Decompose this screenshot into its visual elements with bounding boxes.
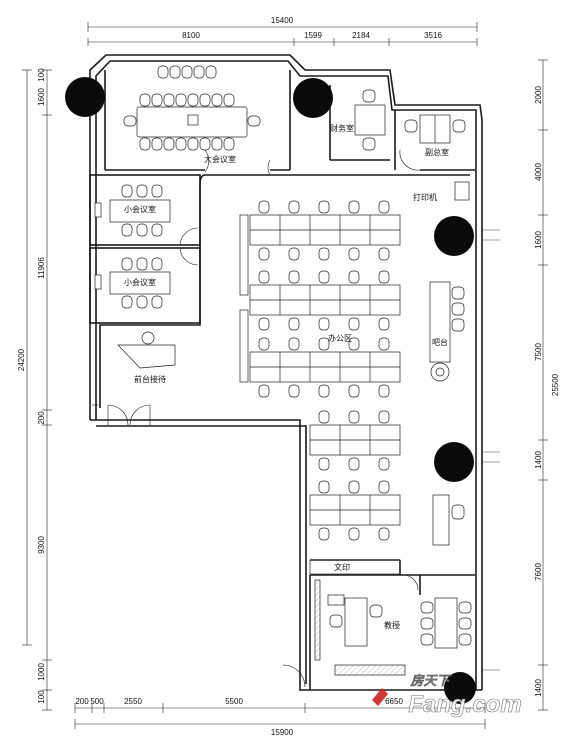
storage-hatched (334, 664, 406, 676)
dim-top-seg-2: 1599 (304, 31, 322, 40)
finance-desk (354, 104, 386, 136)
dim-left-mid: 11906 (37, 257, 46, 279)
big-meeting-chairs (123, 65, 261, 151)
big-meeting-table (136, 106, 248, 138)
dim-bottom-seg-1: 200 (75, 697, 89, 706)
dim-left-d: 1000 (37, 663, 46, 681)
structural-columns (65, 77, 476, 704)
small-meeting-table-2 (109, 271, 171, 295)
furniture (94, 65, 472, 676)
dim-right-b: 4000 (534, 163, 543, 181)
room-label-bar: 吧台 (432, 337, 448, 347)
classroom-table (434, 597, 458, 649)
reception-desk (117, 344, 176, 369)
dim-bottom-seg-5: 6650 (385, 697, 403, 706)
copy-counter (309, 559, 401, 575)
side-desk (432, 494, 450, 546)
doors (92, 149, 421, 688)
dim-left-low: 9300 (37, 536, 46, 554)
small-meeting-table-1 (109, 199, 171, 223)
dim-bottom-total: 15900 (271, 728, 294, 737)
dim-right-a: 2000 (534, 86, 543, 104)
cabinet-2 (239, 309, 249, 383)
classroom-desk (344, 597, 368, 647)
column-2 (293, 78, 333, 118)
window-marks (482, 229, 500, 671)
dim-right-f: 7600 (534, 563, 543, 581)
plant (430, 362, 450, 382)
room-label-reception: 前台接待 (134, 374, 166, 384)
dim-bottom-seg-2: 500 (90, 697, 104, 706)
dim-right-e: 1400 (534, 451, 543, 469)
room-label-office: 办公区 (328, 333, 352, 343)
column-4 (434, 442, 474, 482)
printer (454, 181, 470, 201)
dim-bottom-seg-3: 2550 (124, 697, 142, 706)
dim-right-g: 1400 (534, 679, 543, 697)
dim-top-seg-3: 2184 (352, 31, 370, 40)
dim-left-b: 1600 (37, 88, 46, 106)
room-label-print-copy: 文印 (334, 562, 350, 572)
dim-left-c: 200 (37, 411, 46, 425)
room-label-print: 打印机 (413, 192, 437, 202)
room-label-small-meeting-1: 小会议室 (124, 204, 156, 214)
watermark-en: Fang.com (408, 691, 521, 718)
room-label-big-meeting: 大会议室 (204, 154, 236, 164)
dim-right-c: 1600 (534, 231, 543, 249)
dim-top-seg-4: 3516 (424, 31, 442, 40)
dim-bottom-seg-4: 5500 (225, 697, 243, 706)
watermark: 房天下 Fang.com (372, 673, 522, 718)
office-workstations (249, 214, 401, 526)
dim-left-e: 100 (37, 690, 46, 704)
dim-right-d: 7500 (534, 343, 543, 361)
room-label-classroom: 教授 (384, 620, 400, 630)
cabinet-1 (239, 214, 249, 296)
office-chairs (258, 200, 390, 541)
column-3 (434, 216, 474, 256)
dim-top-total: 15400 (271, 16, 294, 25)
dim-right-total: 25500 (551, 373, 560, 396)
dimension-lines (22, 22, 548, 729)
column-1 (65, 77, 105, 117)
dim-left-total: 24200 (17, 348, 26, 371)
watermark-logo-icon (372, 688, 388, 706)
dim-top-seg-1: 8100 (182, 31, 200, 40)
room-label-finance: 财务室 (330, 123, 354, 133)
bar-counter (429, 281, 451, 363)
room-label-small-meeting-2: 小会议室 (124, 277, 156, 287)
watermark-cn: 房天下 (409, 673, 452, 688)
room-label-vice-gm: 副总室 (425, 147, 449, 157)
dim-left-a: 100 (37, 68, 46, 82)
column-5 (444, 672, 476, 704)
